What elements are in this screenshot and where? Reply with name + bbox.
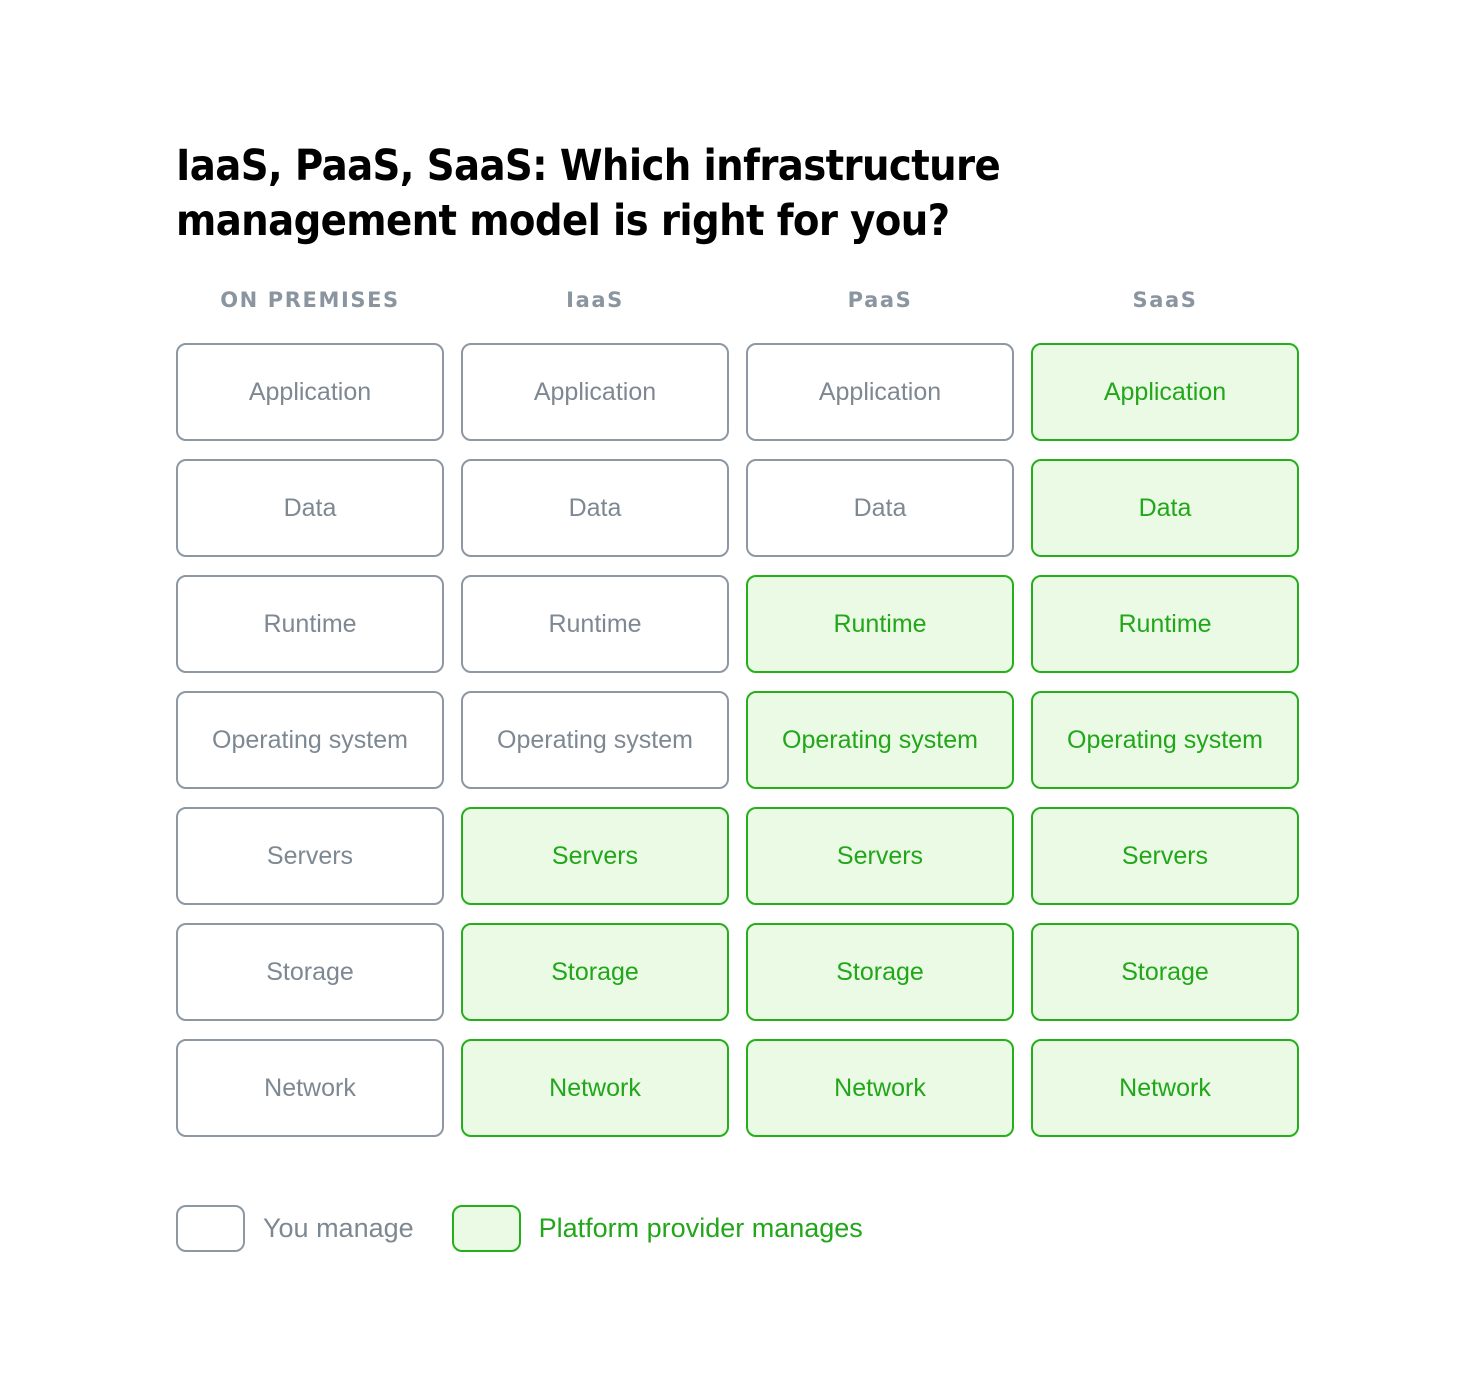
layer-cell[interactable]: Network	[1031, 1039, 1299, 1137]
layer-cell[interactable]: Operating system	[746, 691, 1014, 789]
layer-cell-label: Data	[283, 493, 337, 522]
layer-cell-label: Servers	[1121, 841, 1209, 870]
grid-row: Data Data Data Data	[176, 459, 1301, 557]
layer-cell[interactable]: Data	[176, 459, 444, 557]
layer-cell[interactable]: Storage	[176, 923, 444, 1021]
legend-item-provider-manages: Platform provider manages	[451, 1205, 863, 1252]
layer-cell-label: Runtime	[263, 609, 357, 638]
layer-cell[interactable]: Servers	[1031, 807, 1299, 905]
layer-cell-label: Storage	[266, 957, 354, 986]
layer-cell[interactable]: Runtime	[746, 575, 1014, 673]
grid-row: Servers Servers Servers Servers	[176, 807, 1301, 905]
layer-cell-label: Servers	[266, 841, 354, 870]
legend-label-you-manage: You manage	[263, 1213, 414, 1243]
layer-cell[interactable]: Operating system	[461, 691, 729, 789]
grid-row: Operating system Operating system Operatin…	[176, 691, 1301, 789]
title-line-1: IaaS, PaaS, SaaS: Which infrastructure	[176, 140, 1001, 191]
layer-cell[interactable]: Runtime	[176, 575, 444, 673]
layer-cell[interactable]: Storage	[461, 923, 729, 1021]
layer-cell[interactable]: Servers	[176, 807, 444, 905]
layer-cell-label: Data	[568, 493, 622, 522]
column-header-1: IaaS	[566, 288, 624, 312]
layer-cell[interactable]: Network	[746, 1039, 1014, 1137]
layer-cell[interactable]: Storage	[746, 923, 1014, 1021]
layer-cell-label: Storage	[551, 957, 639, 986]
layer-cell-label: Operating system	[782, 725, 978, 754]
legend-swatch-you-manage	[176, 1205, 245, 1252]
layer-cell-label: Network	[549, 1073, 641, 1102]
layer-cell[interactable]: Application	[746, 343, 1014, 441]
layer-cell[interactable]: Network	[461, 1039, 729, 1137]
layer-cell-label: Runtime	[548, 609, 642, 638]
layer-cell[interactable]: Operating system	[1031, 691, 1299, 789]
layer-cell[interactable]: Data	[746, 459, 1014, 557]
legend-swatch-provider-manages	[451, 1205, 521, 1252]
layer-cell-label: Operating system	[212, 725, 408, 754]
layer-cell-label: Data	[1138, 493, 1192, 522]
layer-cell[interactable]: Runtime	[461, 575, 729, 673]
page-title: IaaS, PaaS, SaaS: Which infrastructure m…	[176, 139, 1076, 249]
title-line-2: management model is right for you?	[176, 195, 950, 246]
legend-item-you-manage: You manage	[176, 1205, 414, 1252]
grid-row: Runtime Runtime Runtime Runtime	[176, 575, 1301, 673]
layer-cell[interactable]: Runtime	[1031, 575, 1299, 673]
layer-cell[interactable]: Data	[1031, 459, 1299, 557]
layer-cell-label: Storage	[1121, 957, 1209, 986]
legend: You manage Platform provider manages	[176, 1205, 863, 1252]
layer-cell[interactable]: Network	[176, 1039, 444, 1137]
layer-cell[interactable]: Servers	[746, 807, 1014, 905]
layer-cell-label: Servers	[551, 841, 639, 870]
column-header-3: SaaS	[1132, 288, 1198, 312]
layer-cell[interactable]: Application	[176, 343, 444, 441]
grid-row: Application Application Application Applica…	[176, 343, 1301, 441]
column-header-0: ON PREMISES	[220, 288, 400, 312]
layer-cell[interactable]: Data	[461, 459, 729, 557]
layer-cell-label: Application	[533, 377, 657, 406]
grid-row: Storage Storage Storage Storage	[176, 923, 1301, 1021]
grid-row: Network Network Network Network	[176, 1039, 1301, 1137]
column-headers: ON PREMISES IaaS PaaS SaaS	[176, 288, 1301, 312]
responsibility-grid: Application Application Application Applica…	[176, 343, 1301, 1137]
legend-label-provider-manages: Platform provider manages	[538, 1213, 863, 1243]
layer-cell-label: Servers	[836, 841, 924, 870]
layer-cell-label: Network	[264, 1073, 356, 1102]
layer-cell[interactable]: Operating system	[176, 691, 444, 789]
layer-cell[interactable]: Application	[461, 343, 729, 441]
layer-cell[interactable]: Servers	[461, 807, 729, 905]
layer-cell-label: Network	[1119, 1073, 1211, 1102]
column-header-2: PaaS	[847, 288, 913, 312]
layer-cell-label: Application	[1103, 377, 1227, 406]
layer-cell-label: Runtime	[833, 609, 927, 638]
layer-cell-label: Network	[834, 1073, 926, 1102]
layer-cell-label: Application	[818, 377, 942, 406]
layer-cell-label: Operating system	[1067, 725, 1263, 754]
layer-cell-label: Runtime	[1118, 609, 1212, 638]
layer-cell-label: Application	[248, 377, 372, 406]
layer-cell[interactable]: Application	[1031, 343, 1299, 441]
layer-cell[interactable]: Storage	[1031, 923, 1299, 1021]
layer-cell-label: Operating system	[497, 725, 693, 754]
layer-cell-label: Storage	[836, 957, 924, 986]
layer-cell-label: Data	[853, 493, 907, 522]
